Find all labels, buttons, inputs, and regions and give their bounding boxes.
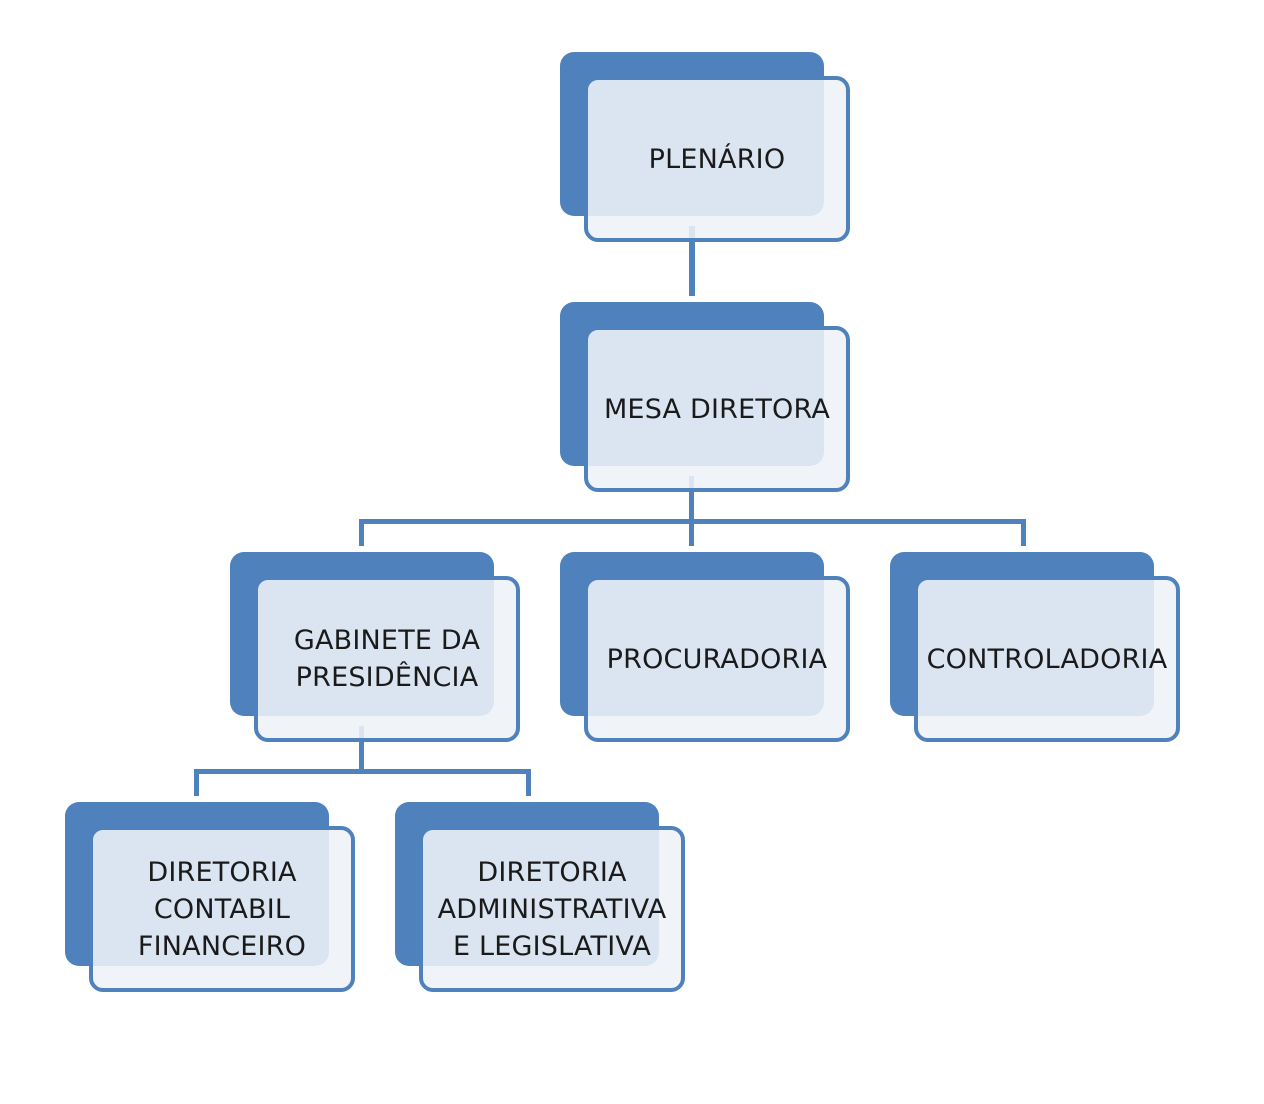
node-diretoria-administrativa: DIRETORIA ADMINISTRATIVA E LEGISLATIVA xyxy=(395,802,695,1002)
connector-to-procuradoria xyxy=(689,519,694,546)
node-mesa-diretora: MESA DIRETORA xyxy=(560,302,860,502)
node-box: DIRETORIA ADMINISTRATIVA E LEGISLATIVA xyxy=(419,826,685,992)
node-procuradoria: PROCURADORIA xyxy=(560,552,860,752)
node-box: PROCURADORIA xyxy=(584,576,850,742)
connector-gabinete-stem xyxy=(359,726,364,772)
connector-gabinete-horizontal xyxy=(194,769,531,774)
connector-to-gabinete xyxy=(359,519,364,546)
node-diretoria-contabil: DIRETORIA CONTABIL FINANCEIRO xyxy=(65,802,365,1002)
node-label-gabinete: GABINETE DA PRESIDÊNCIA xyxy=(293,625,481,693)
node-label-mesa-diretora: MESA DIRETORA xyxy=(603,393,831,425)
node-box: DIRETORIA CONTABIL FINANCEIRO xyxy=(89,826,355,992)
connector-mesa-stem xyxy=(689,476,694,522)
connector-plenario-mesa xyxy=(689,226,695,296)
node-gabinete: GABINETE DA PRESIDÊNCIA xyxy=(230,552,530,752)
node-box: MESA DIRETORA xyxy=(584,326,850,492)
connector-to-diretoria-contabil xyxy=(194,769,199,796)
node-box: PLENÁRIO xyxy=(584,76,850,242)
node-label-diretoria-administrativa: DIRETORIA ADMINISTRATIVA E LEGISLATIVA xyxy=(437,856,667,962)
connector-to-controladoria xyxy=(1021,519,1026,546)
node-label-controladoria: CONTROLADORIA xyxy=(926,643,1168,675)
node-plenario: PLENÁRIO xyxy=(560,52,860,252)
connector-to-diretoria-administrativa xyxy=(526,769,531,796)
node-controladoria: CONTROLADORIA xyxy=(890,552,1190,752)
node-label-diretoria-contabil: DIRETORIA CONTABIL FINANCEIRO xyxy=(137,856,307,962)
node-label-procuradoria: PROCURADORIA xyxy=(606,643,828,675)
node-box: CONTROLADORIA xyxy=(914,576,1180,742)
node-box: GABINETE DA PRESIDÊNCIA xyxy=(254,576,520,742)
node-label-plenario: PLENÁRIO xyxy=(648,143,786,175)
